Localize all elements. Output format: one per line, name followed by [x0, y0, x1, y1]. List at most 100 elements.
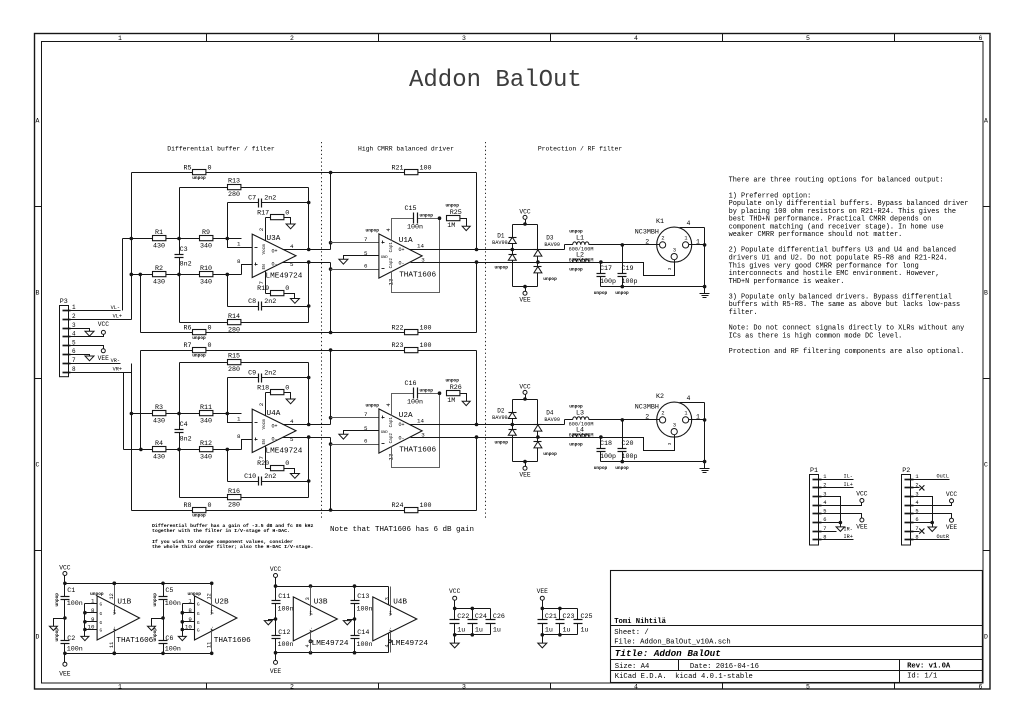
- svg-text:6: 6: [979, 35, 983, 42]
- svg-text:100p: 100p: [600, 278, 616, 286]
- svg-text:C14: C14: [357, 629, 369, 637]
- svg-text:2n2: 2n2: [264, 370, 276, 378]
- svg-text:C17: C17: [600, 265, 612, 273]
- svg-text:3: 3: [305, 597, 311, 600]
- svg-text:interconnects and hostile EMC: interconnects and hostile EMC environmen…: [729, 270, 940, 278]
- svg-text:the whole third order filter;: the whole third order filter; also the H…: [152, 544, 313, 550]
- svg-text:THAT1606: THAT1606: [399, 446, 436, 454]
- svg-text:K2: K2: [656, 393, 664, 401]
- svg-text:6: 6: [72, 348, 76, 355]
- svg-text:IR+: IR+: [844, 534, 853, 540]
- svg-text:1u: 1u: [457, 627, 465, 635]
- svg-text:unpop: unpop: [90, 592, 104, 597]
- svg-text:VEE: VEE: [519, 472, 531, 479]
- svg-text:3: 3: [385, 597, 391, 600]
- svg-text:OutR: OutR: [937, 534, 949, 540]
- svg-text:Vocm: Vocm: [262, 419, 267, 430]
- svg-text:unpop: unpop: [594, 466, 608, 471]
- svg-text:R5: R5: [183, 165, 191, 173]
- svg-text:1: 1: [91, 597, 95, 604]
- svg-text:GND: GND: [381, 256, 389, 260]
- svg-text:C18: C18: [600, 440, 612, 448]
- svg-text:6: 6: [915, 517, 918, 523]
- svg-text:K1: K1: [656, 218, 664, 226]
- svg-text:There are three routing option: There are three routing options for bala…: [729, 177, 944, 185]
- svg-text:O-: O-: [399, 436, 405, 442]
- svg-text:R12: R12: [200, 440, 212, 448]
- svg-text:R22: R22: [391, 325, 403, 333]
- svg-text:Cap1: Cap1: [389, 242, 394, 253]
- svg-text:THAT1606: THAT1606: [116, 637, 153, 645]
- svg-text:Differential buffer / filter: Differential buffer / filter: [167, 146, 275, 153]
- svg-text:THD+N performance is weaker.: THD+N performance is weaker.: [729, 278, 845, 286]
- svg-text:unpop: unpop: [55, 628, 60, 642]
- svg-text:BAV99: BAV99: [492, 240, 508, 246]
- svg-text:V+: V+: [388, 610, 394, 616]
- svg-text:L1: L1: [576, 235, 584, 243]
- svg-text:File: Addon_BalOut_v10A.sch: File: Addon_BalOut_v10A.sch: [614, 638, 730, 646]
- svg-text:6: 6: [979, 684, 983, 691]
- svg-text:VEE: VEE: [537, 588, 549, 595]
- svg-text:unpop: unpop: [569, 404, 583, 409]
- svg-text:VCC: VCC: [59, 564, 71, 571]
- svg-text:1: 1: [188, 597, 192, 604]
- svg-text:0: 0: [285, 460, 289, 468]
- svg-text:IR-: IR-: [844, 526, 853, 532]
- svg-text:O+: O+: [272, 423, 278, 429]
- svg-text:G: G: [197, 611, 200, 617]
- svg-text:340: 340: [200, 278, 212, 286]
- svg-text:1u: 1u: [475, 627, 483, 635]
- svg-text:4: 4: [72, 331, 76, 338]
- svg-text:U1A: U1A: [399, 237, 413, 245]
- svg-text:3: 3: [421, 432, 425, 439]
- svg-text:2: 2: [290, 684, 294, 691]
- svg-text:7: 7: [915, 526, 918, 532]
- svg-text:Protection / RF filter: Protection / RF filter: [538, 146, 623, 153]
- svg-text:C: C: [984, 461, 988, 468]
- svg-text:C24: C24: [475, 613, 487, 621]
- svg-text:V-: V-: [388, 627, 394, 633]
- svg-text:R23: R23: [391, 342, 403, 350]
- svg-text:VL+: VL+: [113, 314, 122, 320]
- svg-text:C23: C23: [563, 613, 575, 621]
- svg-text:BAV99: BAV99: [544, 417, 560, 423]
- svg-text:C7: C7: [248, 195, 256, 203]
- svg-text:100p: 100p: [622, 278, 638, 286]
- svg-text:600/100M: 600/100M: [569, 257, 594, 263]
- svg-text:1: 1: [684, 236, 687, 242]
- svg-text:1: 1: [696, 413, 700, 420]
- svg-text:3: 3: [421, 257, 425, 264]
- svg-text:BAV99: BAV99: [544, 242, 560, 248]
- svg-text:8: 8: [823, 535, 826, 541]
- svg-text:10: 10: [88, 624, 95, 631]
- svg-text:G: G: [100, 611, 103, 617]
- svg-text:100n: 100n: [67, 645, 83, 653]
- svg-text:THAT1606: THAT1606: [214, 637, 251, 645]
- svg-text:unpop: unpop: [615, 291, 629, 296]
- svg-text:10: 10: [185, 624, 192, 631]
- svg-text:VCC: VCC: [270, 566, 282, 573]
- svg-text:unpop: unpop: [366, 403, 380, 408]
- svg-text:V+: V+: [210, 609, 216, 615]
- svg-text:unpop: unpop: [615, 466, 629, 471]
- svg-text:5: 5: [806, 35, 810, 42]
- svg-text:100n: 100n: [165, 645, 181, 653]
- svg-text:1: 1: [237, 240, 241, 247]
- svg-text:100n: 100n: [165, 600, 181, 608]
- svg-text:unpop: unpop: [192, 514, 206, 519]
- svg-text:V+: V+: [112, 609, 118, 615]
- svg-text:L2: L2: [576, 252, 584, 260]
- svg-text:8n2: 8n2: [180, 260, 192, 268]
- svg-text:unpop: unpop: [366, 228, 380, 233]
- svg-text:VEE: VEE: [946, 524, 958, 531]
- svg-text:8: 8: [237, 433, 241, 440]
- svg-text:C2: C2: [67, 635, 75, 643]
- svg-text:U2A: U2A: [399, 412, 413, 420]
- svg-text:100: 100: [420, 325, 432, 333]
- svg-text:O-: O-: [399, 261, 405, 267]
- svg-text:unpop: unpop: [594, 291, 608, 296]
- svg-text:100p: 100p: [622, 453, 638, 461]
- svg-text:2: 2: [645, 238, 649, 245]
- svg-text:D3: D3: [546, 235, 554, 242]
- svg-text:5: 5: [290, 436, 294, 443]
